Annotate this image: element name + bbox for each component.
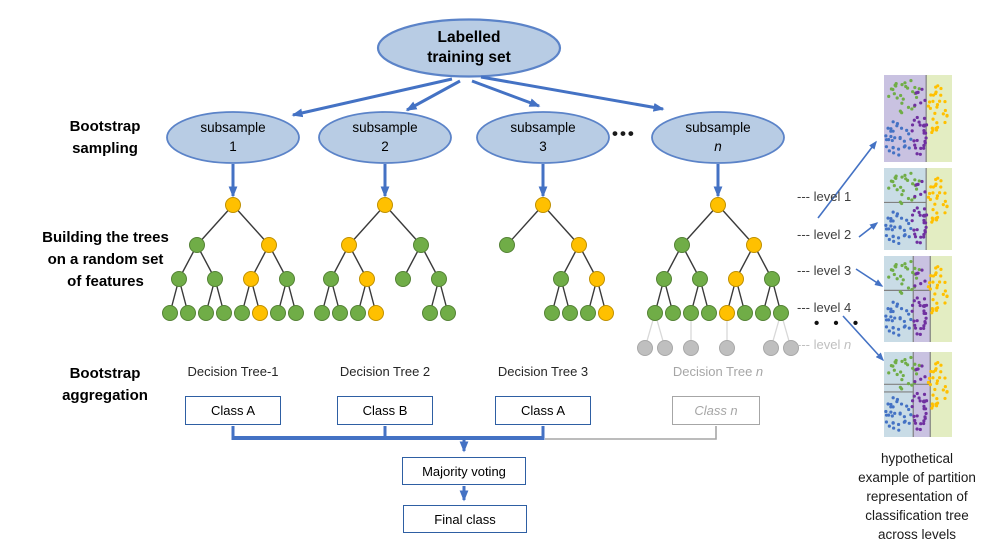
partition-panel-3 xyxy=(884,256,952,342)
majority-voting-box: Majority voting xyxy=(402,457,526,485)
partition-panel-4 xyxy=(884,352,952,437)
decision-tree-2-label: Decision Tree 2 xyxy=(339,364,431,379)
decision-tree-4 xyxy=(637,197,799,356)
decision-tree-n-label: Decision Tree n xyxy=(672,364,764,379)
stage-label-line: of features xyxy=(67,273,144,290)
stage-label-bootstrap-sampling: Bootstrap sampling xyxy=(15,116,195,160)
subsample-n-label: subsample n xyxy=(685,120,751,154)
decision-tree-3 xyxy=(499,197,614,321)
level-n-label: --- level n xyxy=(797,337,852,352)
levels-ellipsis: • • • xyxy=(814,315,864,332)
partition-panel-2 xyxy=(884,168,952,250)
decision-tree-1-label: Decision Tree-1 xyxy=(187,364,279,379)
stage-label-line: Bootstrap xyxy=(69,365,141,382)
subsample-ellipse-3 xyxy=(476,111,610,164)
tree-n-connector-line xyxy=(545,426,717,440)
level-4-label: --- level 4 xyxy=(797,300,852,315)
labelled-training-set-ellipse xyxy=(376,18,562,78)
class-box-2: Class B xyxy=(337,396,433,425)
decision-tree-3-label: Decision Tree 3 xyxy=(497,364,589,379)
subsample-3-label: subsample 3 xyxy=(510,120,576,154)
title-line: training set xyxy=(427,49,511,66)
stage-label-line: Building the trees xyxy=(42,229,169,246)
subsample-ellipse-4 xyxy=(651,111,785,164)
final-class-box: Final class xyxy=(403,505,527,533)
class-box-3: Class A xyxy=(495,396,591,425)
subsample-ellipse-1 xyxy=(166,111,300,164)
class-box-1: Class A xyxy=(185,396,281,425)
class-box-n: Class n xyxy=(672,396,760,425)
level-1-label: --- level 1 xyxy=(797,189,852,204)
decision-tree-2 xyxy=(314,197,456,321)
subsample-ellipse-2 xyxy=(318,111,452,164)
stage-label-line: aggregation xyxy=(62,387,148,404)
level-3-label: --- level 3 xyxy=(797,263,852,278)
labelled-training-set-label: Labelled training set xyxy=(379,28,559,68)
subsample-2-label: subsample 2 xyxy=(352,120,418,154)
panel-caption: hypothetical example of partition repres… xyxy=(858,451,976,542)
stage-label-bootstrap-aggregation: Bootstrap aggregation xyxy=(15,363,195,407)
stage-label-building-trees: Building the trees on a random set of fe… xyxy=(8,227,203,293)
title-line: Labelled xyxy=(437,29,501,46)
stage-label-line: Bootstrap xyxy=(69,118,141,135)
level-pointer-arrow xyxy=(842,315,885,362)
stage-label-line: sampling xyxy=(72,140,138,157)
subsample-1-label: subsample 1 xyxy=(200,120,266,154)
level-pointer-arrow xyxy=(858,222,879,238)
stage-label-line: on a random set xyxy=(47,251,164,268)
level-2-label: --- level 2 xyxy=(797,227,852,242)
level-pointer-arrow xyxy=(855,268,884,287)
level-pointer-arrow xyxy=(817,140,877,219)
subsample-ellipsis: ••• xyxy=(612,124,636,143)
partition-panel-1 xyxy=(884,75,952,162)
decision-tree-1 xyxy=(162,197,304,321)
